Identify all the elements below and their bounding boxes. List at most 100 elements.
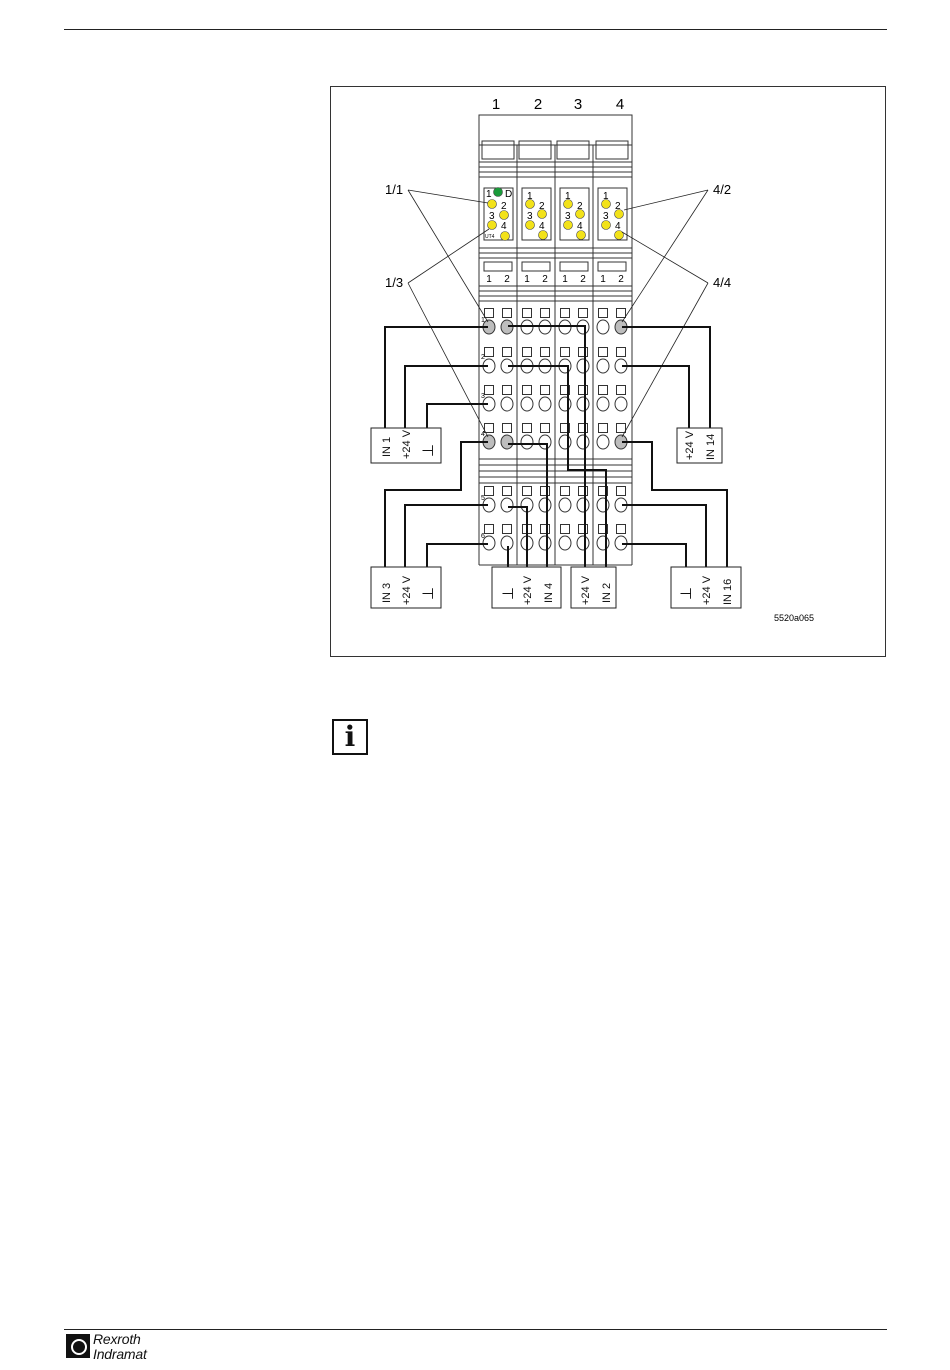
slot-label: 1 bbox=[600, 274, 606, 285]
terminal-clamp bbox=[559, 498, 571, 512]
terminal-release-square bbox=[523, 487, 532, 496]
terminal-clamp bbox=[521, 435, 533, 449]
box-label: IN 16 bbox=[722, 579, 734, 605]
terminal-clamp bbox=[501, 498, 513, 512]
terminal-release-square bbox=[541, 386, 550, 395]
terminal-release-square bbox=[541, 525, 550, 534]
terminal-release-square bbox=[617, 525, 626, 534]
box-label: +24 V bbox=[401, 429, 413, 459]
ground-icon: ⊥ bbox=[500, 587, 517, 600]
terminal-clamp bbox=[559, 397, 571, 411]
terminal-release-square bbox=[599, 386, 608, 395]
terminal-clamp bbox=[501, 435, 513, 449]
led-label: D bbox=[505, 189, 512, 200]
yellow-led-icon bbox=[602, 200, 611, 209]
terminal-clamp bbox=[577, 359, 589, 373]
column-number: 1 bbox=[492, 96, 500, 113]
yellow-led-icon bbox=[538, 210, 547, 219]
terminal-release-square bbox=[503, 386, 512, 395]
terminal-clamp bbox=[577, 498, 589, 512]
terminal-release-square bbox=[523, 309, 532, 318]
slot-label: 2 bbox=[580, 274, 586, 285]
terminal-release-square bbox=[503, 487, 512, 496]
terminal-release-square bbox=[485, 525, 494, 534]
logo-text: Rexroth Indramat bbox=[93, 1332, 147, 1362]
row-number: 1 bbox=[481, 317, 485, 324]
terminal-release-square bbox=[503, 424, 512, 433]
logo-line-1: Rexroth bbox=[93, 1332, 147, 1347]
terminal-release-square bbox=[599, 309, 608, 318]
callouts: 1/1 1/3 4/2 4/4 bbox=[385, 182, 731, 290]
yellow-led-icon bbox=[488, 200, 497, 209]
terminal-release-square bbox=[561, 487, 570, 496]
terminal-clamp bbox=[539, 536, 551, 550]
callout-label: 1/1 bbox=[385, 182, 403, 197]
box-label: +24 V bbox=[684, 430, 696, 460]
terminal-clamp bbox=[597, 359, 609, 373]
row-number: 5 bbox=[481, 495, 485, 502]
terminal-clamp bbox=[577, 536, 589, 550]
terminal-clamp bbox=[597, 320, 609, 334]
terminal-release-square bbox=[617, 309, 626, 318]
led-label: 4 bbox=[501, 221, 507, 232]
box-label: +24 V bbox=[580, 575, 592, 605]
terminal-release-square bbox=[503, 525, 512, 534]
slot-label: 2 bbox=[618, 274, 624, 285]
column-numbers: 1 2 3 4 bbox=[492, 96, 624, 113]
yellow-led-icon bbox=[564, 221, 573, 230]
terminal-clamp bbox=[501, 397, 513, 411]
figure-id: 5520a065 bbox=[774, 613, 814, 623]
yellow-led-icon bbox=[564, 200, 573, 209]
terminal-release-square bbox=[541, 487, 550, 496]
terminal-release-square bbox=[561, 525, 570, 534]
slot-label: 1 bbox=[524, 274, 530, 285]
terminal-release-square bbox=[485, 348, 494, 357]
yellow-led-icon bbox=[615, 210, 624, 219]
logo-mark-icon bbox=[66, 1334, 90, 1358]
terminal-release-square bbox=[485, 386, 494, 395]
column-number: 3 bbox=[574, 96, 582, 113]
ground-icon: ⊥ bbox=[420, 444, 437, 457]
terminal-release-square bbox=[579, 424, 588, 433]
yellow-led-icon bbox=[576, 210, 585, 219]
terminal-clamp bbox=[539, 435, 551, 449]
terminal-release-square bbox=[523, 348, 532, 357]
terminal-clamp bbox=[559, 536, 571, 550]
terminal-clamp bbox=[539, 498, 551, 512]
yellow-led-icon bbox=[488, 221, 497, 230]
yellow-led-icon bbox=[526, 200, 535, 209]
yellow-led-icon bbox=[539, 231, 548, 240]
leader-lines bbox=[408, 190, 708, 437]
box-label: IN 14 bbox=[705, 434, 717, 460]
terminal-release-square bbox=[617, 487, 626, 496]
terminal-release-square bbox=[579, 348, 588, 357]
footer-rule bbox=[64, 1329, 887, 1330]
terminal-release-square bbox=[579, 487, 588, 496]
yellow-led-icon bbox=[577, 231, 586, 240]
yellow-led-icon bbox=[526, 221, 535, 230]
slot-label: 2 bbox=[542, 274, 548, 285]
yellow-led-icon bbox=[602, 221, 611, 230]
terminal-release-square bbox=[617, 424, 626, 433]
led-module-tag: UT4 bbox=[485, 234, 495, 240]
terminal-release-square bbox=[617, 348, 626, 357]
logo-line-2: Indramat bbox=[93, 1347, 147, 1362]
info-icon: i bbox=[332, 719, 368, 755]
terminal-release-square bbox=[485, 424, 494, 433]
row-number: 2 bbox=[481, 354, 485, 361]
row-number: 3 bbox=[481, 393, 485, 400]
terminal-release-square bbox=[579, 309, 588, 318]
terminal-clamp bbox=[597, 397, 609, 411]
box-label: +24 V bbox=[522, 575, 534, 605]
column-number: 2 bbox=[534, 96, 542, 113]
slot-label: 1 bbox=[486, 274, 492, 285]
terminal-release-square bbox=[503, 309, 512, 318]
callout-label: 4/2 bbox=[713, 182, 731, 197]
box-label: IN 1 bbox=[381, 437, 393, 457]
row-number: 6 bbox=[481, 533, 485, 540]
callout-label: 1/3 bbox=[385, 275, 403, 290]
slot-label: 2 bbox=[504, 274, 510, 285]
terminal-release-square bbox=[561, 309, 570, 318]
yellow-led-icon bbox=[501, 232, 510, 241]
